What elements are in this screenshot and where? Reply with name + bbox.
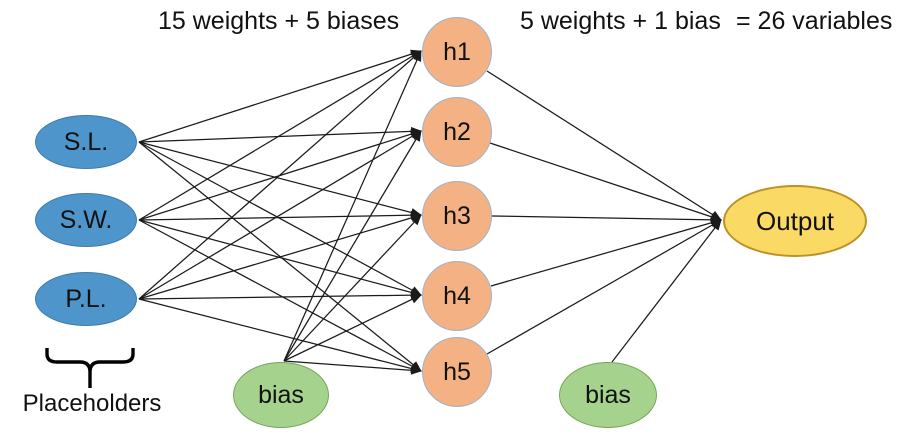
hidden-node-h1: h1 [422,17,492,87]
edge-pl-h4 [138,290,422,300]
hidden-node-h3-label: h3 [443,201,471,230]
edge-bias_h-h2 [283,130,422,362]
hidden-node-h3: h3 [422,181,492,251]
edge-sl-h3 [138,141,422,217]
placeholders-label: Placeholders [22,390,162,417]
edge-sl-h2 [138,126,422,143]
hidden-layer-params-label: 15 weights + 5 biases [158,7,400,35]
edge-sw-h5 [138,219,422,372]
edge-h2-output [489,142,722,222]
hidden-node-h2: h2 [422,97,492,167]
output-bias-node-label: bias [585,380,631,409]
input-node-sw: S.W. [35,193,137,247]
edge-pl-h1 [138,50,422,300]
output-node-label: Output [755,206,835,236]
edge-bias_h-h1 [283,50,422,362]
hidden-node-h5-label: h5 [443,357,471,386]
output-bias-node: bias [559,362,657,428]
hidden-node-h1-label: h1 [443,37,471,66]
hidden-node-h4-label: h4 [443,281,471,310]
edge-sl-h4 [138,141,422,296]
edge-bias_h-h5 [283,360,422,375]
hidden-node-h2-label: h2 [443,117,471,146]
edge-pl-h5 [138,298,422,373]
input-node-pl-label: P.L. [65,284,107,313]
edge-pl-h2 [138,130,422,300]
output-layer-params-label: 5 weights + 1 bias [520,7,721,35]
edge-bias_h-h3 [283,214,422,362]
input-node-sw-label: S.W. [59,205,113,234]
input-node-sl: S.L. [35,115,137,169]
edge-bias_h-h4 [283,294,422,362]
edge-h3-output [491,215,722,225]
edge-h1-output [486,70,722,221]
total-params-label: = 26 variables [736,7,893,35]
edge-pl-h3 [138,213,422,300]
hidden-bias-node-label: bias [258,380,304,409]
output-node: Output [723,185,867,257]
edge-bias_o-output [611,219,722,363]
brace-icon [45,348,135,388]
edge-h5-output [486,219,722,355]
edge-sw-h1 [138,50,422,221]
hidden-node-h5: h5 [422,337,492,407]
hidden-bias-node: bias [233,362,329,428]
hidden-node-h4: h4 [422,261,492,331]
edge-h4-output [490,218,722,287]
input-node-sl-label: S.L. [63,127,109,156]
edge-sl-h1 [138,49,422,143]
edge-sw-h3 [138,210,422,221]
input-node-pl: P.L. [35,272,137,326]
